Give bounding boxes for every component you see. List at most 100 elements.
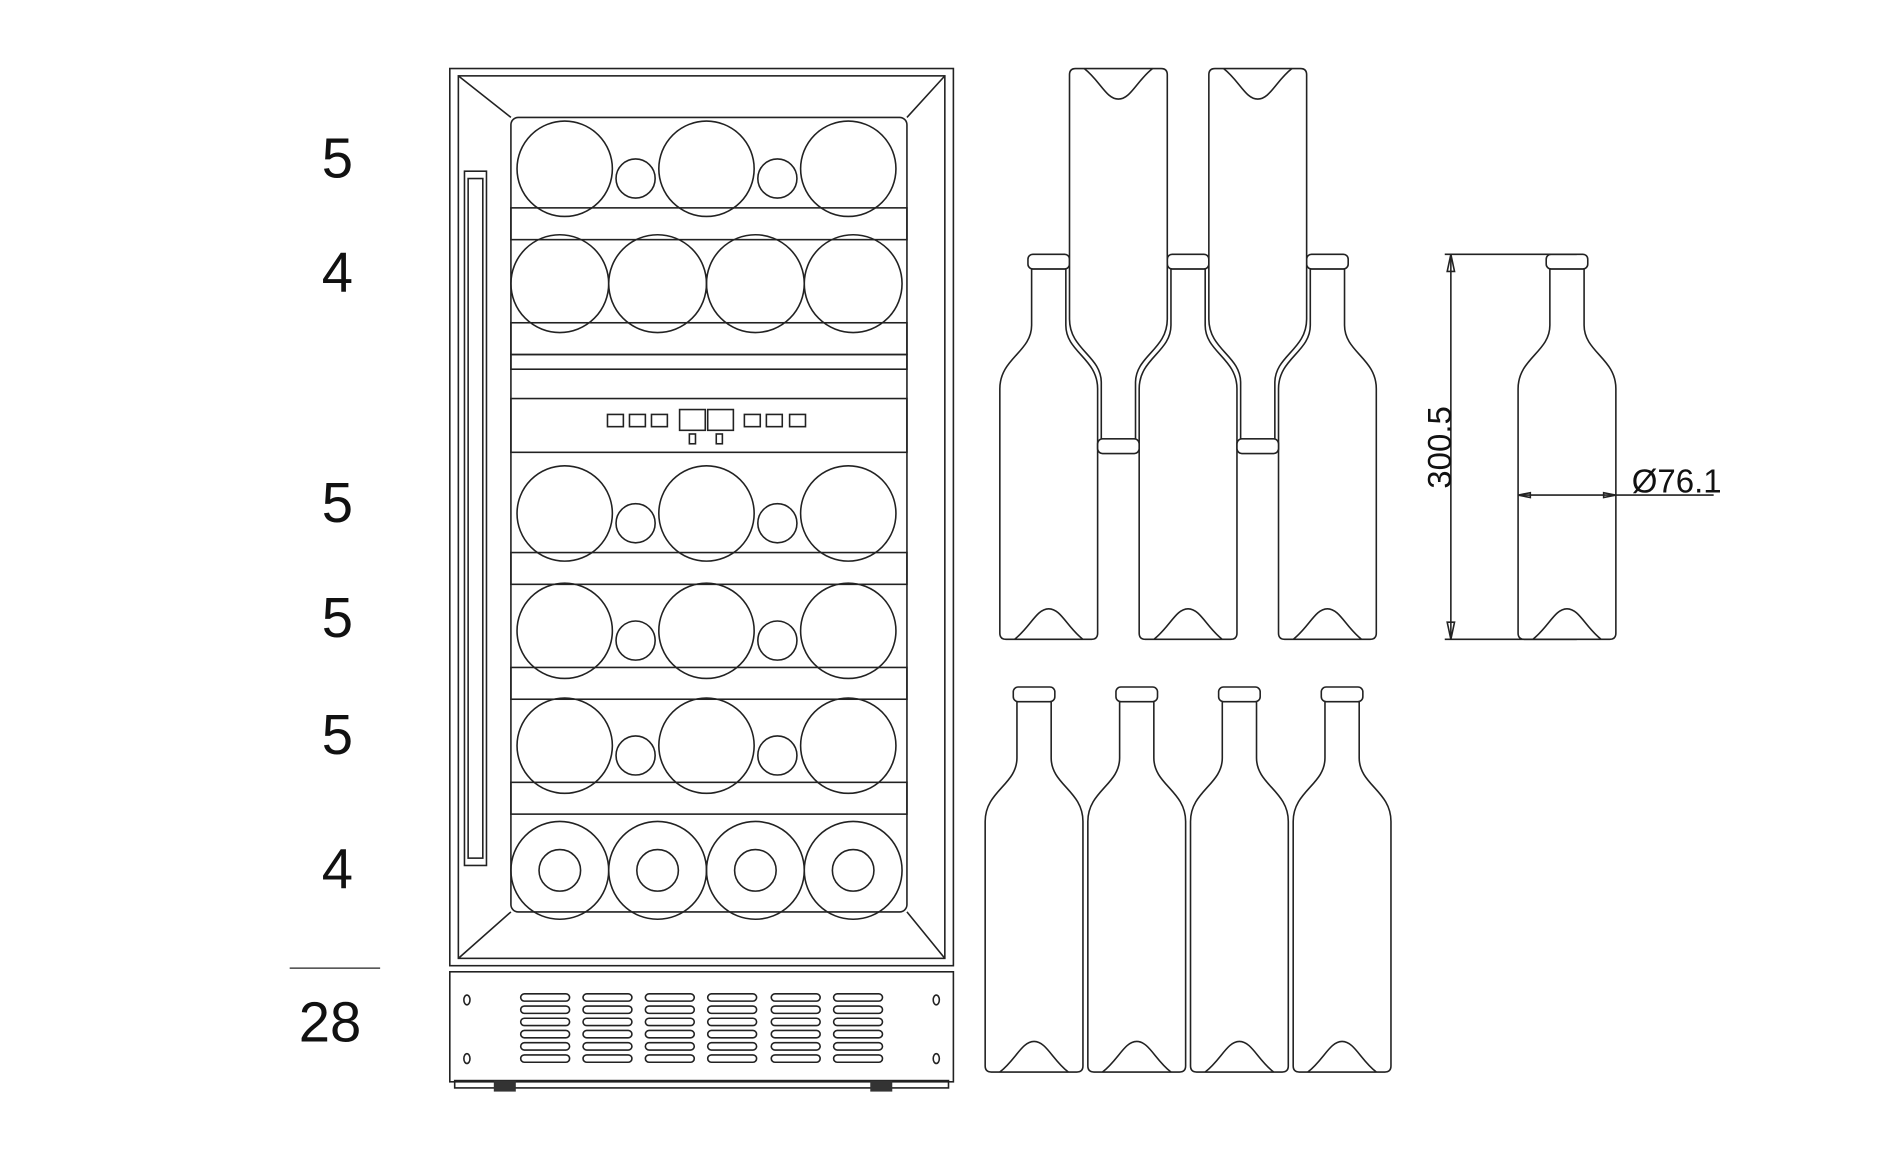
- bottle-base-circle: [516, 582, 614, 680]
- bottle-dimension-drawing: [1444, 253, 1714, 641]
- bottle-base-circle: [799, 697, 897, 795]
- inverted-bottle: [1208, 67, 1308, 455]
- vent-slot: [582, 1041, 633, 1051]
- screw-icon: [463, 994, 471, 1006]
- vent-slot: [706, 1029, 758, 1039]
- zone2-minus-button: [765, 413, 784, 428]
- vent-slot: [582, 1017, 633, 1027]
- vent-slot: [582, 1029, 633, 1039]
- shelf-row-3: [516, 464, 897, 562]
- light-button: [788, 413, 807, 428]
- bottle-base-circle: [510, 233, 610, 334]
- shelf-row-5: [516, 697, 897, 795]
- shelf-count-6: 4: [322, 838, 353, 901]
- bottle-punt: [1223, 67, 1293, 100]
- base-kickplate: [449, 971, 955, 1083]
- vent-slot: [706, 993, 758, 1002]
- shelf-rail-2: [510, 321, 908, 356]
- glass-panel: [510, 116, 908, 913]
- bottle-base-circle: [803, 233, 903, 334]
- shelf-rail-4: [510, 666, 908, 701]
- control-panel-frame: [510, 397, 908, 454]
- vent-slot: [770, 1017, 821, 1027]
- reference-bottle: [1517, 253, 1617, 641]
- cabinet-outer-frame: [449, 67, 955, 967]
- vent-slot: [706, 1005, 758, 1015]
- screw-icon: [932, 1052, 941, 1065]
- upright-bottle: [984, 686, 1084, 1073]
- bottle-outline: [999, 268, 1099, 641]
- bottle-cap: [1166, 253, 1210, 270]
- bottle-base-circle: [803, 820, 903, 921]
- zone2-display: [706, 408, 735, 432]
- zone2-plus-button: [743, 413, 762, 428]
- bottle-cap: [1305, 253, 1349, 270]
- bottle-diameter-label: Ø76.1: [1632, 463, 1722, 500]
- base-bottom-edge: [453, 1079, 950, 1089]
- bottle-punt: [1153, 607, 1223, 640]
- bottle-punt: [1102, 1040, 1172, 1073]
- bottle-base-circle: [516, 120, 614, 218]
- vent-slot: [832, 1041, 884, 1051]
- vent-slot: [644, 1041, 696, 1051]
- bottle-punt: [1532, 607, 1602, 640]
- bottle-punt-circle: [733, 848, 777, 892]
- vent-slot: [644, 993, 696, 1002]
- left-foot: [493, 1080, 516, 1092]
- shelf-count-labels: 5 4 5 5 5 4 28: [289, 126, 381, 1053]
- vent-slot: [770, 1029, 821, 1039]
- power-button: [606, 413, 625, 428]
- screw-icon: [932, 994, 941, 1006]
- vent-slot: [519, 1005, 571, 1015]
- bottle-punt-circle: [538, 848, 582, 892]
- diameter-arrow-icons: [1517, 491, 1617, 499]
- bottle-cap: [1115, 686, 1159, 703]
- bottle-base-circle: [516, 464, 614, 562]
- vent-slot: [519, 1054, 571, 1064]
- upright-bottle: [1087, 686, 1187, 1073]
- vent-slot: [519, 1041, 571, 1051]
- bottle-outline: [1068, 67, 1169, 440]
- shelf-rail-divider: [510, 353, 908, 371]
- bottle-cap: [1236, 438, 1280, 455]
- door-handle: [463, 170, 488, 867]
- bottle-outline: [1208, 67, 1308, 440]
- bottle-base-circle: [799, 120, 897, 218]
- bottle-neck-circle: [615, 502, 656, 544]
- screw-icon: [463, 1052, 471, 1065]
- bottle-base-circle: [705, 233, 806, 334]
- bottle-base-circle: [705, 820, 806, 921]
- vent-slot: [706, 1017, 758, 1027]
- zone2-indicator: [715, 433, 724, 445]
- bottle-neck-circle: [615, 158, 656, 199]
- vent-slot: [644, 1005, 696, 1015]
- shelf-rail-3: [510, 551, 908, 586]
- zone1-display: [678, 408, 707, 432]
- bottle-neck-circle: [615, 735, 656, 776]
- bottle-base-circle: [799, 464, 897, 562]
- bottle-base-circle: [607, 233, 708, 334]
- height-dimension-line: [1444, 253, 1577, 641]
- shelf-row-2: [510, 233, 903, 334]
- door-bevel-lines: [457, 75, 946, 959]
- vent-slot: [832, 1017, 884, 1027]
- vent-slot: [644, 1054, 696, 1064]
- bottle-neck-circle: [757, 158, 798, 199]
- vent-slot: [519, 1017, 571, 1027]
- vent-slot: [832, 1005, 884, 1015]
- shelf-count-3: 5: [322, 471, 353, 534]
- bottle-base-circle: [658, 464, 755, 562]
- door-handle-inner: [467, 177, 484, 859]
- bottle-cap: [1320, 686, 1364, 703]
- height-arrow-icons: [1446, 254, 1456, 640]
- vent-slot: [519, 993, 571, 1002]
- vent-slot: [770, 1041, 821, 1051]
- zone1-minus-button: [650, 413, 669, 428]
- vent-slot: [582, 993, 633, 1002]
- bottle-neck-circle: [757, 620, 798, 661]
- vent-slot: [770, 993, 821, 1002]
- shelf-count-5: 5: [322, 703, 353, 766]
- zone1-plus-button: [628, 413, 647, 428]
- bottle-punt: [999, 1040, 1069, 1073]
- bottle-cap: [1027, 253, 1071, 270]
